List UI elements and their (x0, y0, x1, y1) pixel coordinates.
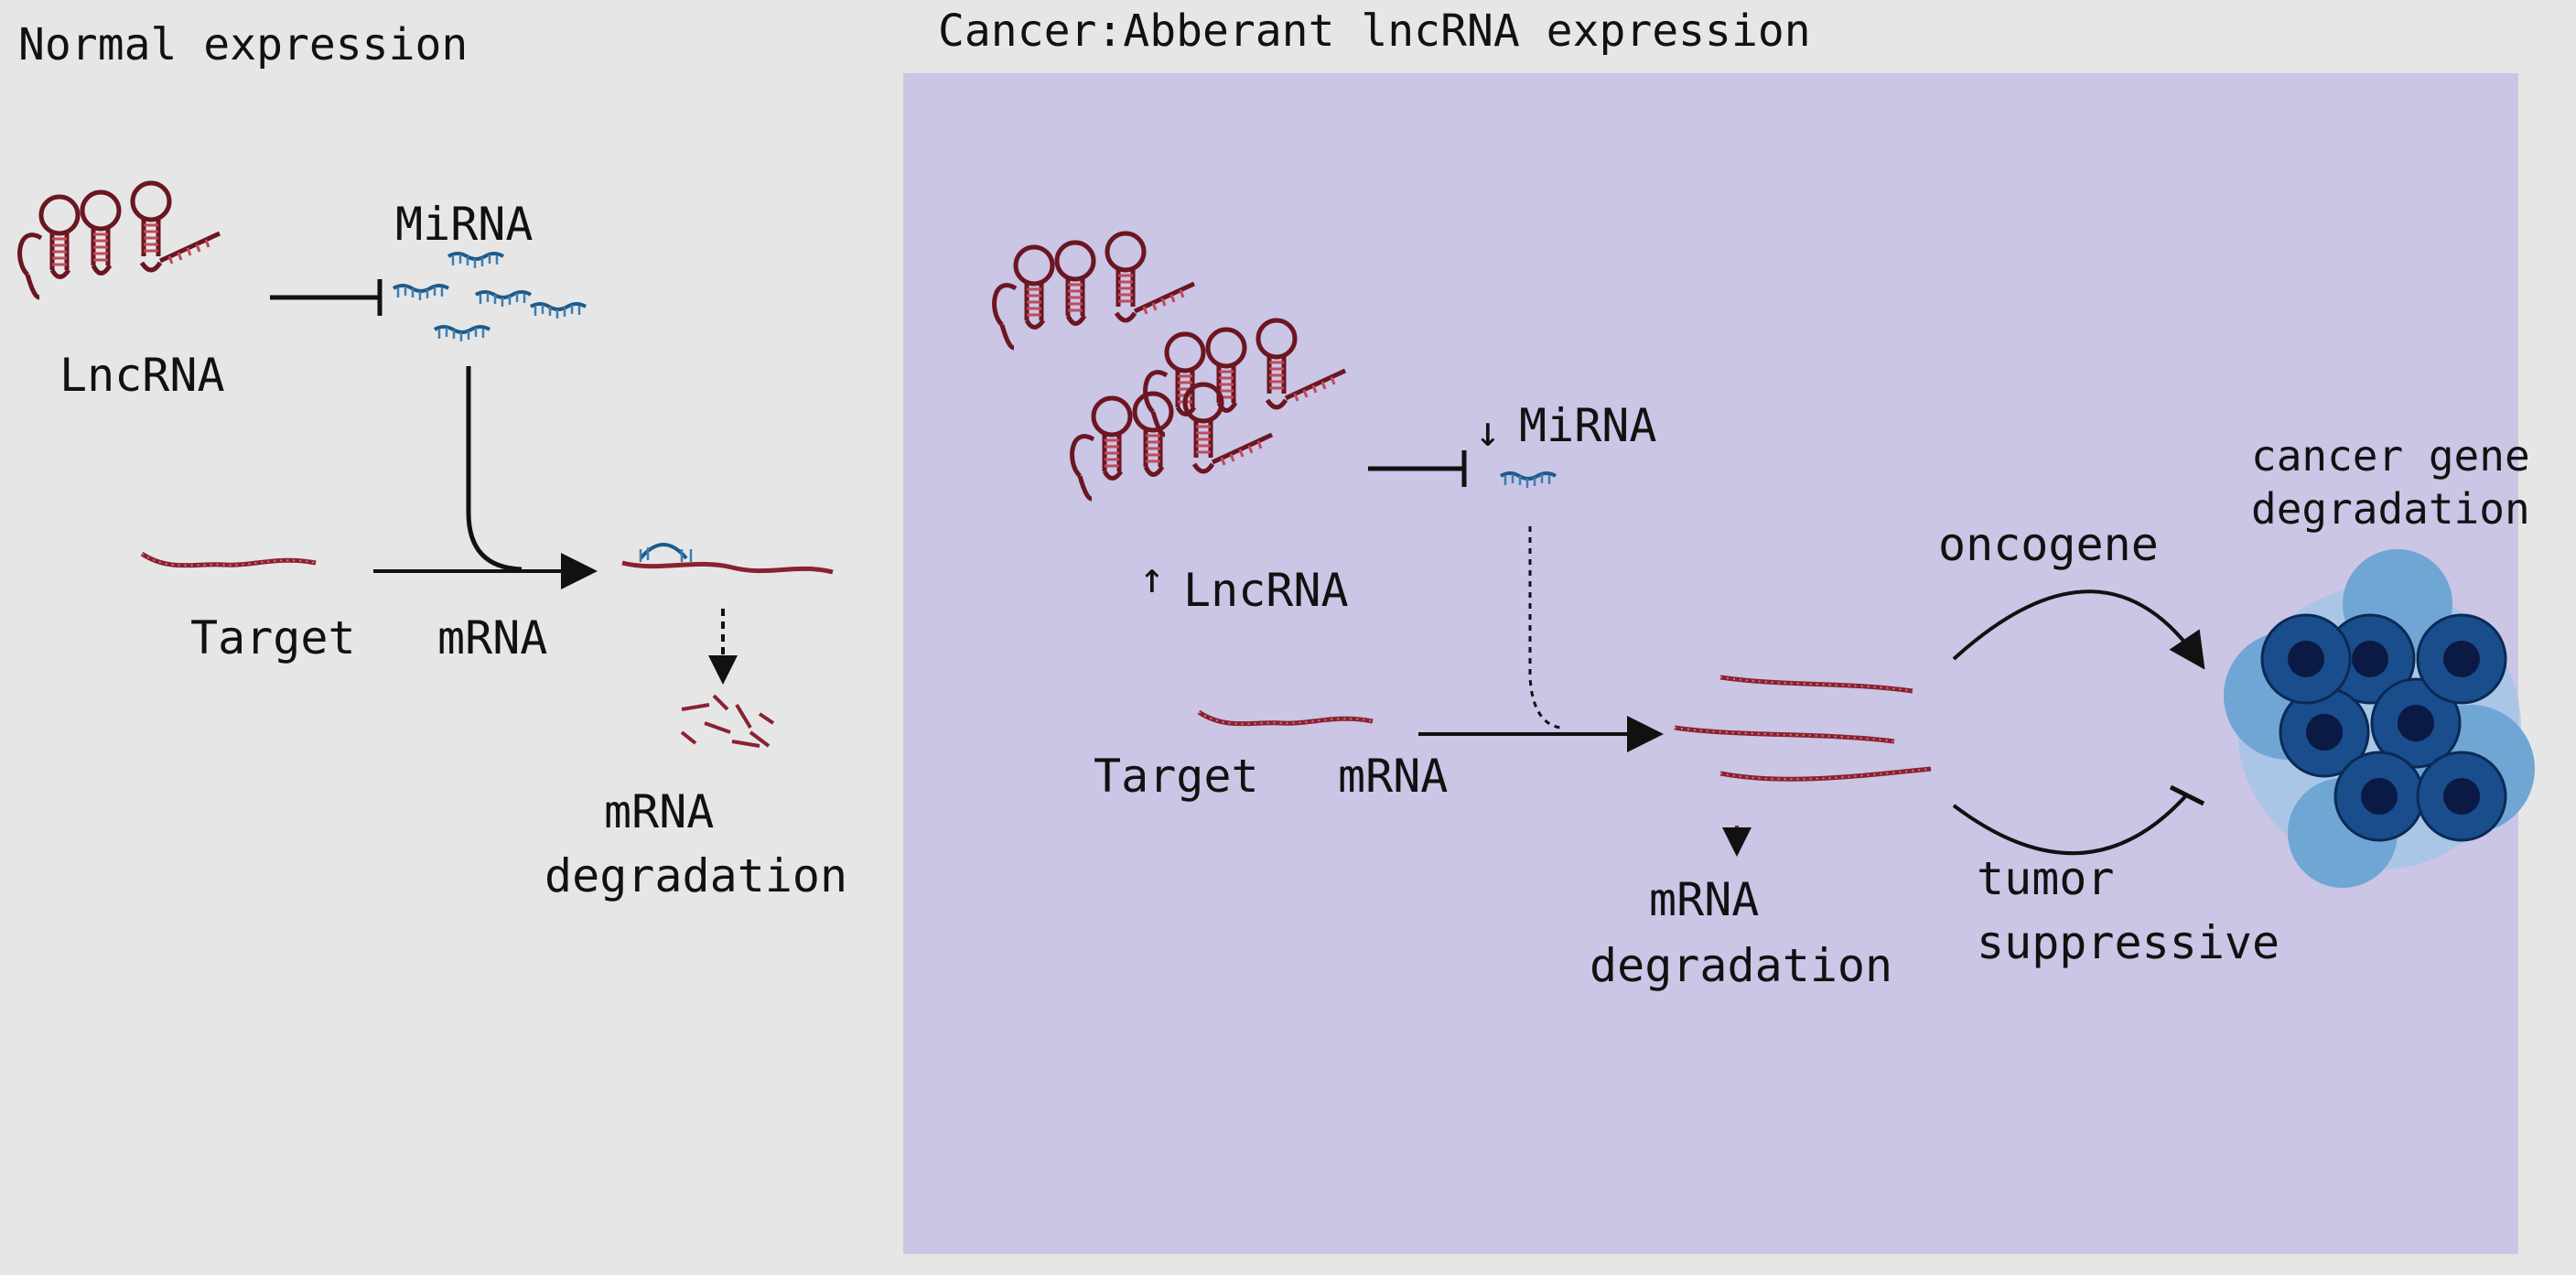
mirna-strand-icon-reduced (1499, 471, 1557, 490)
cancer-panel-title: Cancer:Abberant lncRNA expression (938, 5, 1811, 57)
mirna-strand-icon (392, 252, 587, 343)
mrna-fragments (680, 694, 775, 748)
lncrna-up-arrow: ↑ (1139, 553, 1165, 602)
degradation-label-line1: mRNA (604, 785, 715, 838)
mirna-label: MiRNA (395, 198, 534, 251)
target-label: Target (1094, 750, 1259, 803)
cancer-gene-label-line2: degradation (2251, 484, 2530, 534)
oncogene-label: oncogene (1938, 518, 2159, 571)
target-label: Target (190, 611, 356, 665)
mirna-bound-mrna (621, 543, 834, 575)
normal-panel-title: Normal expression (18, 19, 469, 70)
accumulated-mrna (1674, 675, 1932, 782)
degradation-label-line2: degradation (1590, 939, 1893, 992)
oncogene-arrow (1952, 589, 2205, 670)
target-mrna-strand (142, 554, 316, 566)
tumor-label-line2: suppressive (1977, 916, 2280, 969)
lncrna-label: LncRNA (59, 349, 225, 402)
mirna-down-arrow: ↓ (1475, 406, 1501, 456)
lncrna-cluster-icon (995, 233, 1345, 499)
mrna-label: mRNA (437, 611, 548, 665)
lncrna-hairpin-icon (20, 183, 220, 297)
tumor-suppressive-inhibition (1952, 793, 2189, 855)
lncrna-label: LncRNA (1183, 564, 1349, 617)
degradation-label-line2: degradation (544, 849, 848, 902)
mrna-label: mRNA (1338, 750, 1449, 803)
cancer-gene-label-line1: cancer gene (2251, 431, 2530, 481)
mirna-label: MiRNA (1519, 399, 1657, 452)
degradation-label-line1: mRNA (1649, 873, 1760, 926)
tumor-cell-cluster-icon (2224, 549, 2535, 888)
tumor-label-line1: tumor (1977, 852, 2115, 905)
target-mrna-strand (1199, 712, 1373, 724)
